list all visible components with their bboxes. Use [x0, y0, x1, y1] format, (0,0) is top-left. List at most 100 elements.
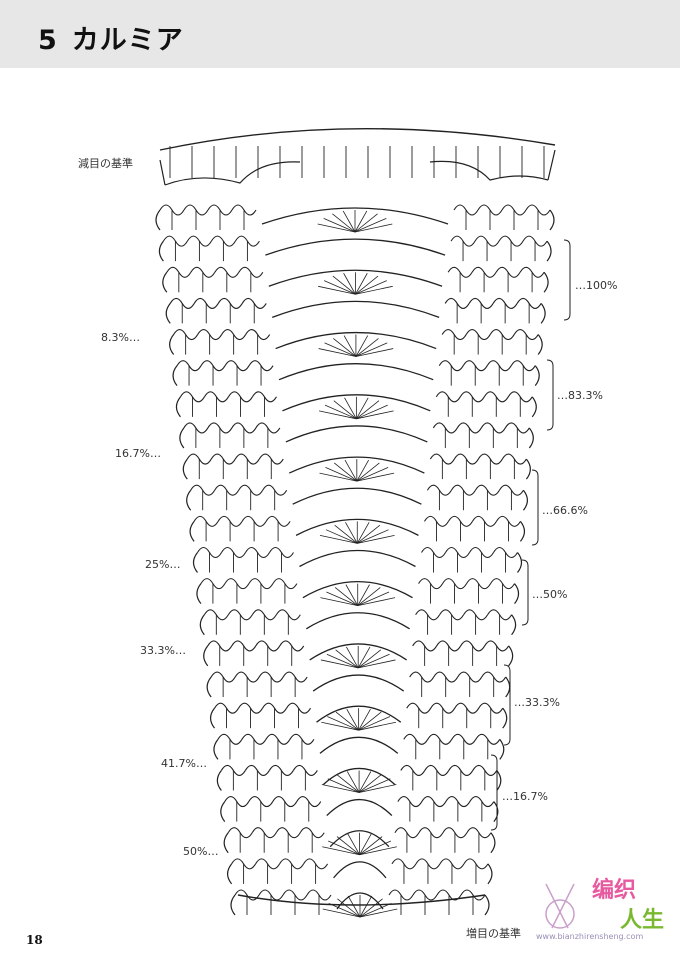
- mesh-loop: [460, 640, 486, 652]
- edge-loop: [192, 552, 198, 573]
- mesh-loop: [179, 391, 205, 403]
- fan-stitch: [359, 846, 397, 856]
- mesh-loop: [465, 329, 491, 341]
- fan-stitch: [321, 784, 360, 793]
- mesh-loop: [190, 484, 216, 496]
- fan-stitch: [322, 908, 361, 918]
- fan-stitch: [345, 584, 359, 606]
- mesh-loop: [265, 733, 291, 745]
- fan-stitch: [355, 273, 368, 295]
- fan-stitch: [346, 646, 359, 669]
- edge-loop: [220, 801, 226, 822]
- fan-stitch: [357, 524, 381, 544]
- mesh-loop: [207, 640, 233, 652]
- mesh-loop: [498, 484, 524, 496]
- mesh-loop: [203, 391, 229, 403]
- fan-stitch: [355, 335, 369, 357]
- fan-stitch: [320, 659, 359, 669]
- mesh-loop: [299, 827, 325, 839]
- fan-stitch: [343, 273, 356, 295]
- bracket: [490, 754, 498, 831]
- fan-stitch: [359, 895, 373, 918]
- fan-stitch: [346, 771, 360, 793]
- fan-stitch: [354, 210, 368, 233]
- mesh-loop: [217, 297, 243, 309]
- fan-arch: [271, 300, 440, 319]
- mesh-loop: [498, 235, 524, 247]
- right-percent-label: …33.3%: [514, 696, 560, 709]
- edge-loop: [531, 396, 537, 418]
- edge-loop: [223, 832, 229, 854]
- fan-stitch: [357, 535, 395, 544]
- edge-loop: [179, 427, 185, 449]
- edge-loop: [508, 645, 514, 667]
- fan-stitch: [334, 587, 358, 606]
- mesh-loop: [251, 827, 277, 839]
- mesh-loop: [162, 235, 188, 247]
- edge-loop: [522, 489, 529, 511]
- fan-stitch: [344, 397, 357, 420]
- edge-loop: [230, 894, 236, 916]
- edge-loop: [209, 707, 216, 729]
- mesh-loop: [227, 827, 253, 839]
- fan-arch: [302, 580, 413, 599]
- mesh-loop: [442, 578, 468, 590]
- mesh-loop: [418, 827, 444, 839]
- left-percent-label: 8.3%…: [101, 331, 140, 344]
- edge-loop: [165, 303, 171, 324]
- fan-arch: [261, 207, 449, 225]
- mesh-loop: [459, 391, 485, 403]
- fan-stitch: [343, 335, 357, 357]
- edge-loop: [196, 583, 202, 605]
- right-percent-label: …83.3%: [557, 389, 603, 402]
- fan-stitch: [354, 217, 387, 233]
- mesh-loop: [457, 671, 483, 683]
- mesh-loop: [224, 578, 250, 590]
- edge-loop: [546, 240, 552, 262]
- watermark-url: www.bianzhirensheng.com: [536, 932, 644, 941]
- fan-stitch: [321, 721, 359, 731]
- fan-stitch: [359, 836, 383, 856]
- mesh-loop: [234, 671, 260, 683]
- edge-loop: [162, 271, 168, 293]
- fan-stitch: [358, 716, 391, 731]
- fan-stitch: [358, 771, 372, 793]
- mesh-loop: [441, 329, 467, 341]
- edge-loop: [175, 396, 181, 418]
- fan-arch: [322, 767, 396, 785]
- fan-stitch: [333, 400, 357, 420]
- edge-loop: [514, 583, 520, 605]
- mesh-loop: [200, 578, 226, 590]
- fan-stitch: [318, 348, 356, 357]
- edge-loop: [537, 334, 543, 355]
- mesh-loop: [262, 484, 288, 496]
- mesh-loop: [214, 484, 240, 496]
- fan-stitch: [334, 524, 358, 544]
- fan-arch: [285, 425, 428, 443]
- mesh-loop: [210, 671, 236, 683]
- mesh-loop: [433, 671, 459, 683]
- fan-stitch: [356, 397, 369, 420]
- edge-loop: [549, 209, 555, 231]
- chain-row: [159, 149, 556, 186]
- mesh-loop: [394, 827, 420, 839]
- watermark: 编织 人生 www.bianzhirensheng.com: [530, 872, 680, 952]
- fan-stitch: [322, 846, 360, 856]
- fan-stitch: [333, 462, 358, 482]
- mesh-loop: [173, 329, 199, 341]
- fan-stitch: [335, 649, 359, 669]
- mesh-loop: [418, 578, 444, 590]
- mesh-loop: [468, 297, 494, 309]
- fan-stitch: [356, 404, 388, 420]
- fan-stitch: [327, 716, 359, 731]
- fan-stitch: [355, 285, 393, 295]
- mesh-loop: [241, 297, 267, 309]
- edge-loop: [525, 458, 531, 480]
- fan-stitch: [356, 400, 380, 420]
- fan-stitch: [317, 223, 356, 233]
- decrease-base-label: 減目の基準: [78, 157, 133, 170]
- fan-stitch: [354, 223, 393, 233]
- edge-loop: [487, 863, 493, 885]
- edge-loop: [519, 520, 526, 542]
